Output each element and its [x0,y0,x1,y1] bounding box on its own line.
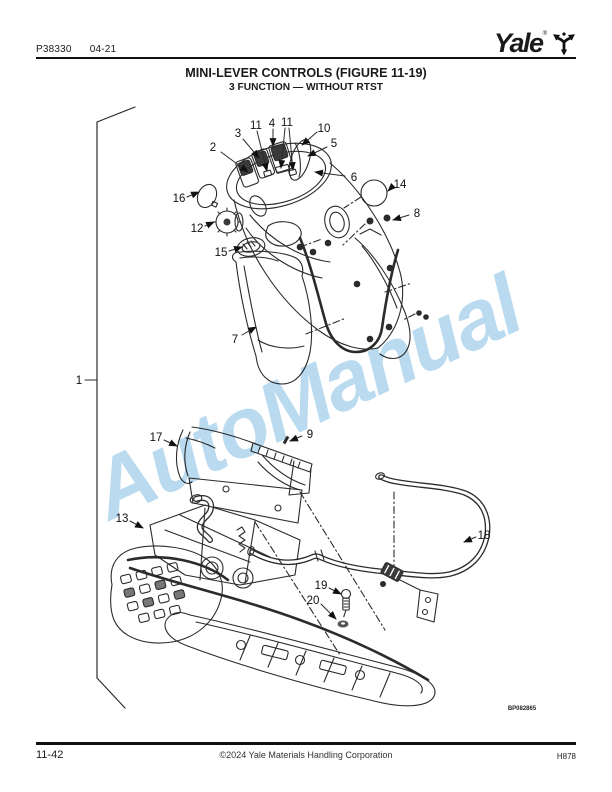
callout-7: 7 [232,334,238,346]
callout-3: 3 [235,128,241,140]
doc-revision: 04-21 [89,44,117,55]
callout-6: 6 [351,172,357,184]
callout-19: 19 [315,580,328,592]
harness-assembly-13 [149,494,301,589]
cover-7 [231,250,313,385]
round-cap-14 [360,179,388,207]
callout-11b: 11 [281,117,293,129]
callout-leaders [129,127,477,620]
callout-12: 12 [191,223,204,235]
figure-bracket-1 [84,106,136,709]
hose-18 [247,472,491,579]
phantom-lines-top [342,196,416,321]
mounting-rail-9 [250,435,313,496]
callout-16: 16 [173,193,186,205]
hose-clamp-bracket [380,562,439,623]
header-doc-info: P38330 04-21 [36,44,134,55]
footer-doc-code: H878 [556,752,576,761]
footer-copyright: ©2024 Yale Materials Handling Corporatio… [219,750,393,760]
doc-number: P38330 [36,44,72,55]
phantom-lines-mid [299,238,413,335]
callout-9: 9 [307,429,313,441]
callout-13: 13 [116,513,129,525]
yale-trident-icon [553,31,575,56]
screw-19 [340,588,352,611]
screws-8 [366,214,429,320]
seal-and-shell [298,228,411,360]
knob-and-caps [196,183,266,257]
face-screws [296,239,394,343]
callout-20: 20 [307,595,320,607]
callout-8: 8 [414,208,420,220]
washer-20 [337,620,349,628]
callout-18: 18 [478,530,491,542]
footer-page-number: 11-42 [36,749,64,761]
callout-17: 17 [150,432,163,444]
callout-2: 2 [210,142,216,154]
callout-14: 14 [394,179,407,191]
base-tray [128,566,436,707]
brand-logo: Yale® [494,30,576,57]
bracket-17 [175,426,306,524]
brand-name: Yale [494,28,544,58]
header-rule [36,57,576,60]
phantom-lines-bottom [254,491,395,656]
mini-lever-modules [235,139,312,188]
footer-rule [36,742,576,745]
registered-mark: ® [542,31,547,37]
page-subtitle: 3 FUNCTION — WITHOUT RTST [229,82,383,93]
callout-15: 15 [215,247,228,259]
armrest-pad [110,545,230,644]
callout-10: 10 [318,123,331,135]
callout-11a: 11 [250,120,262,132]
callout-1: 1 [76,375,82,387]
page-title: MINI-LEVER CONTROLS (FIGURE 11-19) [185,66,427,80]
callout-4: 4 [269,118,276,130]
figure-image-code: BP082865 [508,706,537,712]
callout-5: 5 [331,138,337,150]
